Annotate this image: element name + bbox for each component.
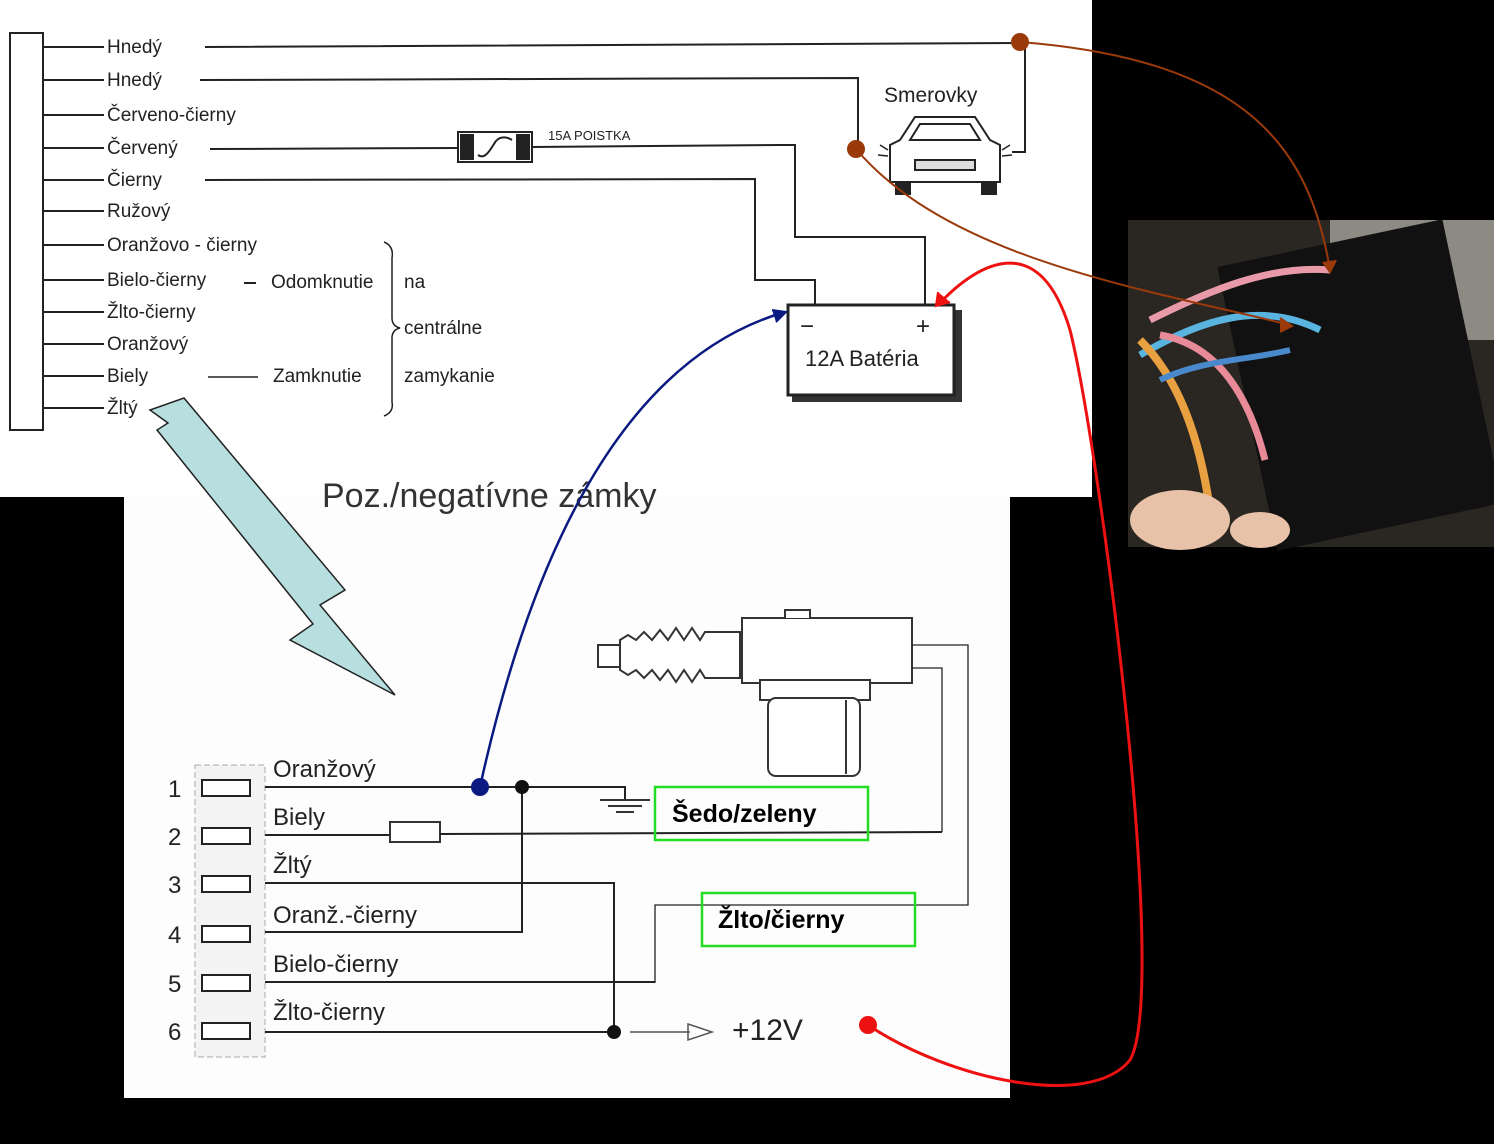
wire-label: Hnedý bbox=[107, 70, 162, 91]
wire-label: Červený bbox=[107, 137, 178, 159]
pin-terminal bbox=[201, 925, 251, 943]
pin-list: 1 Oranžový 2 Biely 3 Žltý 4 Oranž.-čierny 5 Bielo… bbox=[168, 756, 417, 1046]
pin-wire-label: Žltý bbox=[273, 852, 312, 879]
pin-terminal bbox=[201, 875, 251, 893]
supply-arrow-icon bbox=[630, 1022, 715, 1042]
unlock-label: Odomknutie bbox=[271, 272, 373, 293]
wire-label: Biely bbox=[107, 366, 149, 387]
wire-label: Bielo-čierny bbox=[107, 270, 207, 291]
annotation-2: Žlto/čierny bbox=[718, 904, 845, 934]
pin-wire-label: Žlto-čierny bbox=[273, 999, 385, 1026]
fuse-label: 15A POISTKA bbox=[548, 128, 631, 143]
black-wire-to-battery bbox=[204, 177, 816, 305]
resistor-icon bbox=[389, 821, 441, 843]
wire-label: Žlto-čierny bbox=[107, 301, 196, 323]
wire-pin4 bbox=[265, 787, 523, 933]
wire-label: Žltý bbox=[107, 397, 138, 419]
bracket bbox=[383, 241, 401, 417]
wire-label: Hnedý bbox=[107, 37, 162, 58]
supply-label: +12V bbox=[732, 1014, 803, 1047]
wire-label: Ružový bbox=[107, 201, 171, 222]
wire-label: Oranžovo - čierny bbox=[107, 235, 257, 256]
fuse-icon bbox=[457, 131, 533, 163]
lock-label: Zamknutie bbox=[273, 366, 362, 387]
actuator-wire-a bbox=[654, 644, 969, 983]
red-wire bbox=[209, 147, 459, 150]
pin-wire-label: Oranž.-čierny bbox=[273, 902, 417, 929]
pin-number: 3 bbox=[168, 872, 181, 899]
alarm-connector bbox=[9, 32, 44, 431]
link-dot-red bbox=[859, 1016, 877, 1034]
battery-plus: + bbox=[916, 313, 930, 340]
pin-number: 5 bbox=[168, 971, 181, 998]
pin-terminal bbox=[201, 779, 251, 797]
wire-label: Červeno-čierny bbox=[107, 104, 236, 126]
pin-terminal bbox=[201, 1022, 251, 1040]
ground-icon bbox=[600, 799, 650, 813]
pin-number: 2 bbox=[168, 824, 181, 851]
link-dot-brown-1 bbox=[1011, 33, 1029, 51]
wire-label: Oranžový bbox=[107, 334, 189, 355]
turn-signals-label: Smerovky bbox=[884, 84, 978, 107]
lock-connector bbox=[194, 764, 266, 1058]
wiring-photo bbox=[1128, 219, 1494, 551]
brown-link-1 bbox=[1019, 41, 1331, 271]
bottom-panel bbox=[124, 497, 1010, 1098]
pin-terminal bbox=[201, 827, 251, 845]
annotation-1: Šedo/zeleny bbox=[672, 798, 817, 828]
pin-terminal bbox=[201, 974, 251, 992]
bracket-text-1: na bbox=[404, 272, 426, 293]
annotation-box-2 bbox=[700, 891, 917, 948]
battery: − + 12A Batéria bbox=[786, 303, 962, 402]
pin-wire-label: Biely bbox=[273, 804, 325, 831]
pin-number: 4 bbox=[168, 922, 181, 949]
pin-wire-label: Bielo-čierny bbox=[273, 951, 398, 978]
actuator-wire-b bbox=[912, 667, 943, 832]
link-dot-brown-2 bbox=[847, 140, 865, 158]
brown-link-2 bbox=[855, 148, 1291, 326]
bottom-title: Poz./negatívne zámky bbox=[322, 477, 657, 515]
car-icon bbox=[877, 116, 1013, 195]
pin-number: 6 bbox=[168, 1019, 181, 1046]
arrow-down-icon bbox=[148, 397, 396, 696]
red-wire-to-battery bbox=[531, 144, 926, 305]
top-wire-list: HnedýHnedýČerveno-čiernyČervenýČiernyRuž… bbox=[43, 37, 257, 419]
actuator-icon bbox=[597, 609, 913, 777]
link-dot-blue bbox=[471, 778, 489, 796]
brown-wire-2 bbox=[199, 76, 859, 148]
bracket-text-2: centrálne bbox=[404, 318, 482, 339]
battery-minus: − bbox=[800, 313, 814, 340]
bracket-text-3: zamykanie bbox=[404, 366, 495, 387]
blue-link bbox=[478, 310, 786, 788]
pin-wire-label: Oranžový bbox=[273, 756, 376, 783]
wire-pin1 bbox=[265, 786, 626, 800]
wire-label: Čierny bbox=[107, 169, 162, 191]
battery-label: 12A Batéria bbox=[805, 346, 920, 371]
red-link bbox=[867, 261, 1144, 1087]
annotation-box-1 bbox=[653, 785, 870, 842]
pin-number: 1 bbox=[168, 776, 181, 803]
